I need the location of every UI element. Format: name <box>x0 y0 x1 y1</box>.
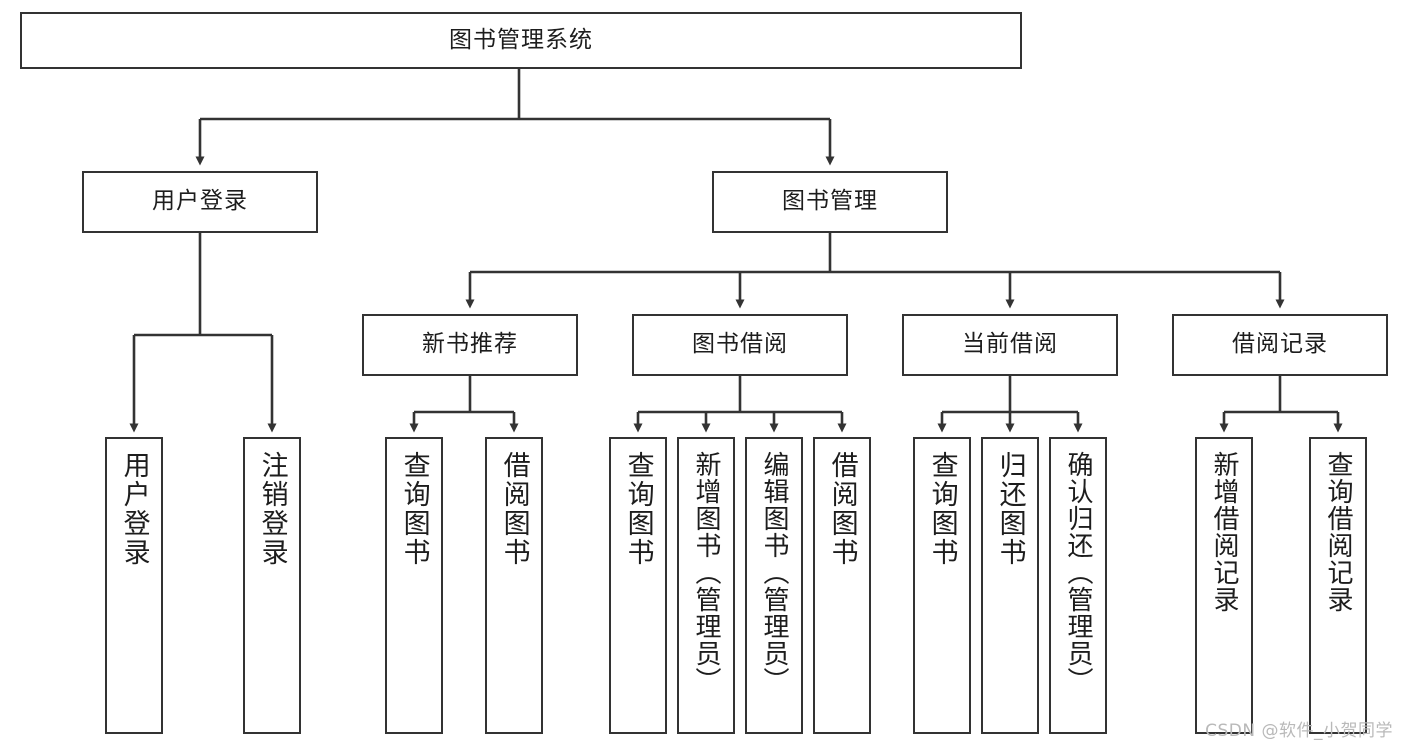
node-leaf-borrow-book[interactable]: 借阅图书 <box>813 437 871 734</box>
node-leaf-return-book[interactable]: 归还图书 <box>981 437 1039 734</box>
node-leaf-add-borrow-record[interactable]: 新增借阅记录 <box>1195 437 1253 734</box>
node-leaf-query-book-recommend[interactable]: 查询图书 <box>385 437 443 734</box>
node-book-borrow[interactable]: 图书借阅 <box>632 314 848 376</box>
node-label: 用户登录 <box>118 451 150 567</box>
node-label: 新增借阅记录 <box>1209 451 1240 613</box>
node-label: 查询图书 <box>398 451 430 567</box>
node-label: 用户登录 <box>152 188 248 215</box>
node-current-borrow[interactable]: 当前借阅 <box>902 314 1118 376</box>
node-leaf-edit-book-admin[interactable]: 编辑图书（管理员） <box>745 437 803 734</box>
node-label: 归还图书 <box>994 451 1026 567</box>
node-label: 借阅图书 <box>498 451 530 567</box>
node-leaf-query-borrow-record[interactable]: 查询借阅记录 <box>1309 437 1367 734</box>
node-label: 借阅记录 <box>1232 331 1328 358</box>
node-label: 新书推荐 <box>422 331 518 358</box>
node-leaf-logout[interactable]: 注销登录 <box>243 437 301 734</box>
node-label: 查询图书 <box>622 451 654 567</box>
watermark: CSDN @软件_小贺同学 <box>1205 721 1393 741</box>
node-leaf-borrow-book-recommend[interactable]: 借阅图书 <box>485 437 543 734</box>
node-leaf-query-book-borrow[interactable]: 查询图书 <box>609 437 667 734</box>
node-user-login[interactable]: 用户登录 <box>82 171 318 233</box>
node-leaf-add-book-admin[interactable]: 新增图书（管理员） <box>677 437 735 734</box>
node-label: 确认归还（管理员） <box>1063 451 1094 694</box>
node-root-system[interactable]: 图书管理系统 <box>20 12 1022 69</box>
node-label: 查询借阅记录 <box>1323 451 1354 613</box>
node-new-book-recommend[interactable]: 新书推荐 <box>362 314 578 376</box>
node-label: 图书管理系统 <box>449 26 593 53</box>
node-label: 新增图书（管理员） <box>691 451 722 694</box>
node-label: 编辑图书（管理员） <box>759 451 790 694</box>
node-label: 图书借阅 <box>692 331 788 358</box>
node-leaf-query-book-current[interactable]: 查询图书 <box>913 437 971 734</box>
node-leaf-confirm-return-admin[interactable]: 确认归还（管理员） <box>1049 437 1107 734</box>
node-label: 当前借阅 <box>962 331 1058 358</box>
node-label: 图书管理 <box>782 188 878 215</box>
node-label: 查询图书 <box>926 451 958 567</box>
node-label: 注销登录 <box>256 451 288 567</box>
node-label: 借阅图书 <box>826 451 858 567</box>
node-book-management[interactable]: 图书管理 <box>712 171 948 233</box>
node-borrow-record[interactable]: 借阅记录 <box>1172 314 1388 376</box>
node-leaf-user-login[interactable]: 用户登录 <box>105 437 163 734</box>
